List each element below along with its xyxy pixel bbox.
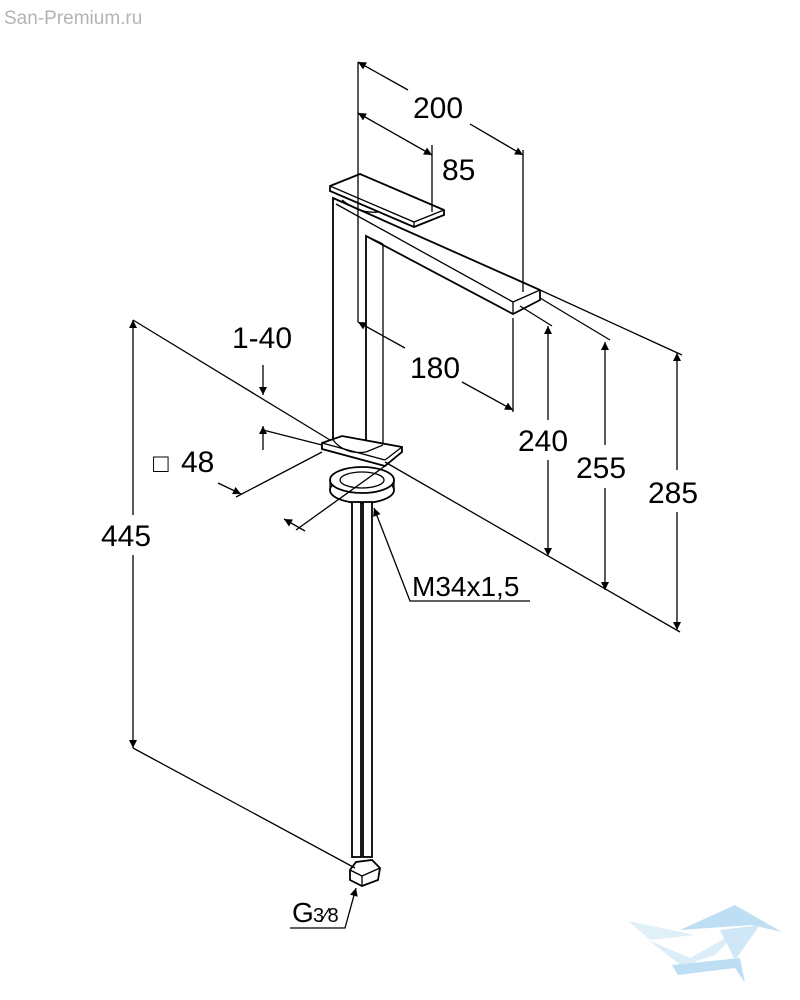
spout	[332, 196, 541, 441]
dim-200-label: 200	[413, 92, 463, 125]
square-symbol: □	[153, 448, 169, 478]
connection-nut	[349, 859, 381, 887]
thread-fraction-label: 3⁄8	[313, 905, 339, 927]
dim-48-label: 48	[181, 446, 214, 479]
dim-1-40-label: 1-40	[232, 322, 292, 355]
base-plate	[321, 435, 403, 467]
faucet	[321, 173, 541, 887]
bathtub-logo-icon	[628, 905, 782, 983]
supply-hoses	[351, 501, 373, 858]
dim-445-label: 445	[101, 520, 151, 553]
thread-g-label: G	[292, 897, 314, 928]
dim-180-label: 180	[410, 352, 460, 385]
thread-m34-label: M34x1,5	[412, 571, 519, 602]
dim-85-label: 85	[442, 154, 475, 187]
dimension-lines	[129, 61, 681, 929]
dim-240-label: 240	[518, 425, 568, 458]
mounting-nut	[329, 466, 395, 504]
dim-285-label: 285	[648, 477, 698, 510]
dim-255-label: 255	[576, 452, 626, 485]
watermark-text: San-Premium.ru	[4, 8, 143, 29]
extension-lines	[132, 62, 683, 869]
